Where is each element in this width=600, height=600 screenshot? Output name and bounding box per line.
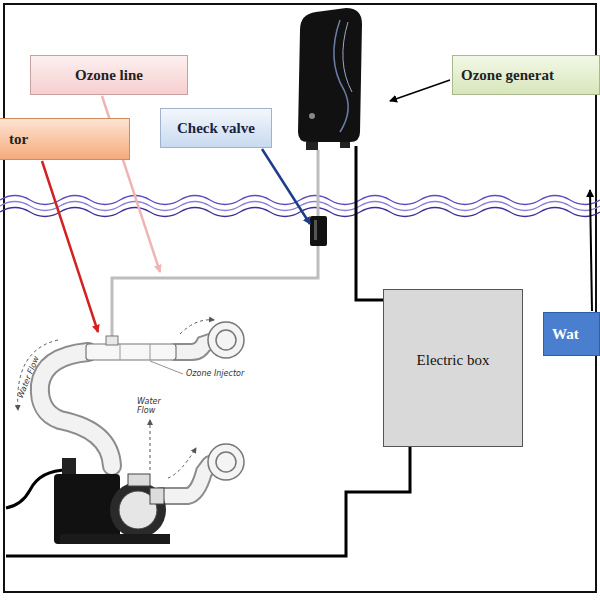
outlet-fittings — [208, 322, 244, 480]
callout-arrows-part — [390, 80, 450, 101]
ozone-generator — [298, 8, 362, 150]
callout-arrows-part — [590, 190, 592, 311]
box-label: Electric box — [417, 352, 490, 369]
pump-part — [128, 474, 150, 486]
outlet-fittings-part — [216, 330, 236, 350]
callout-box: Wat — [543, 312, 600, 356]
box-label: Wat — [552, 326, 579, 343]
pipes — [40, 336, 210, 496]
outlet-fittings-part — [216, 452, 236, 472]
flow-arrows-part — [150, 420, 151, 470]
callout-box: Check valve — [160, 108, 272, 148]
pipes-part — [175, 342, 210, 352]
flow-label: Water Flow — [137, 398, 163, 416]
pipes-part — [150, 344, 151, 360]
part-label: Ozone Injector — [186, 370, 256, 379]
electric-box: Electric box — [383, 289, 523, 447]
callout-box: Ozone line — [30, 55, 188, 95]
power-wires — [6, 146, 410, 556]
pipes-part — [86, 344, 176, 360]
ozone-generator-part — [298, 8, 362, 142]
water-surface — [0, 196, 600, 217]
pump — [6, 458, 170, 544]
check-valve-part — [310, 216, 327, 246]
ozone-generator-part — [309, 113, 315, 119]
pipes-part — [40, 352, 112, 466]
pipes-part — [160, 464, 210, 496]
ozone-generator-part — [340, 142, 350, 148]
pipes-part — [40, 352, 112, 466]
pump-part — [62, 458, 76, 474]
box-label: Ozone line — [75, 67, 143, 84]
pipes-part — [160, 464, 210, 496]
pump-part — [150, 488, 164, 504]
box-label: Ozone generat — [461, 67, 554, 84]
ozone-generator-part — [343, 22, 352, 92]
ozone-line-part — [317, 150, 320, 216]
flow-arrows-part — [18, 340, 58, 410]
callout-arrows-part — [42, 161, 98, 332]
pump-part — [110, 482, 166, 538]
power-wires-part — [356, 146, 383, 300]
box-label: tor — [9, 131, 28, 148]
flow-arrows-part — [180, 320, 214, 334]
pipes-part — [120, 344, 121, 360]
pump-part — [60, 534, 170, 544]
outlet-fittings-part — [208, 322, 244, 358]
flow-arrows-part — [168, 448, 196, 478]
injector-leader — [150, 361, 183, 374]
callout-box: tor — [0, 118, 130, 160]
box-label: Check valve — [177, 120, 255, 137]
callout-box: Ozone generat — [452, 55, 600, 95]
flow-arrows — [18, 320, 214, 478]
callout-arrows-part — [262, 149, 310, 224]
pipes-part — [106, 336, 118, 345]
pipes-part — [175, 342, 210, 352]
check-valve — [310, 216, 327, 246]
water-surface-part — [0, 196, 600, 205]
check-valve-part — [314, 220, 317, 240]
ozone-generator-part — [306, 142, 318, 150]
outlet-fittings-part — [208, 444, 244, 480]
ozone-line — [112, 150, 318, 342]
